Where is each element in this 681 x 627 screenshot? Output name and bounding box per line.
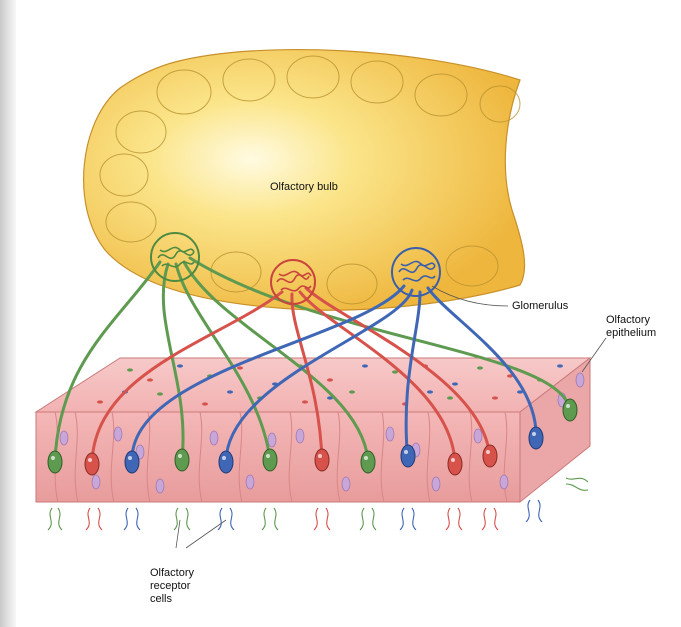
glomerulus-label: Glomerulus bbox=[512, 300, 568, 313]
olfactory-bulb bbox=[84, 50, 525, 311]
olfactory-bulb-label: Olfactory bulb bbox=[270, 181, 338, 194]
olfactory-epithelium-label: Olfactory epithelium bbox=[606, 314, 656, 340]
epithelium-label-line-1: Olfactory bbox=[606, 314, 656, 327]
olfactory-receptor-cells-label: Olfactory receptor cells bbox=[150, 567, 194, 606]
receptor-label-line-1: Olfactory bbox=[150, 567, 194, 580]
receptor-label-line-2: receptor bbox=[150, 580, 194, 593]
epithelium-label-line-2: epithelium bbox=[606, 327, 656, 340]
receptor-label-line-3: cells bbox=[150, 593, 194, 606]
